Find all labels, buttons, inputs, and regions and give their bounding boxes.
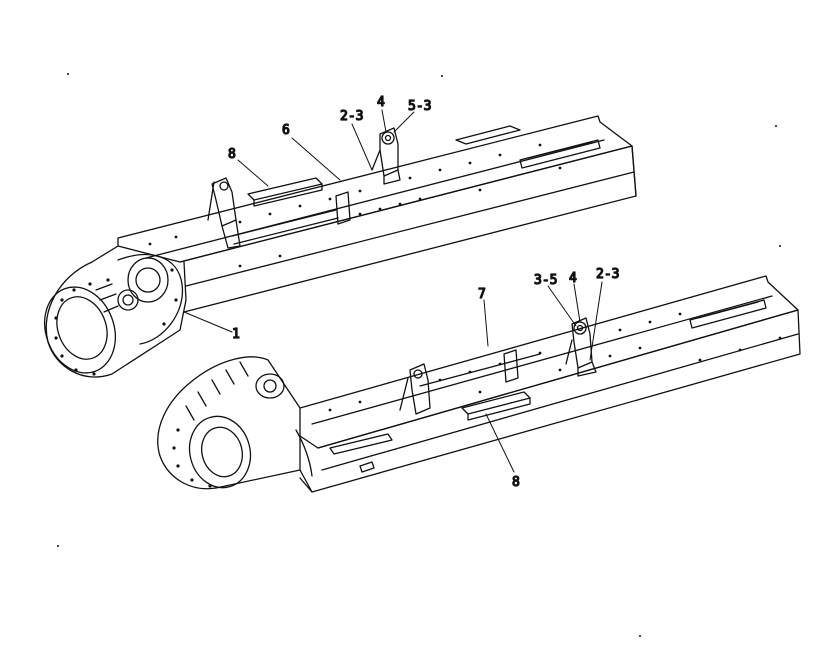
- label-lower-part-3-5: 3-5: [534, 273, 557, 288]
- leader-lines: [183, 109, 603, 473]
- upper-track-frame: [44, 115, 637, 378]
- upper-beam-top-face: [117, 115, 633, 263]
- lower-guard-plate-front: [329, 433, 393, 455]
- label-upper-frame-6: 6: [282, 123, 290, 138]
- label-upper-roller-4: 4: [377, 95, 385, 110]
- lower-rail-slot: [689, 299, 767, 329]
- upper-bracket-front: [211, 177, 237, 227]
- lower-bolt-holes: [328, 312, 782, 412]
- label-lower-roller-4: 4: [569, 271, 577, 286]
- lower-beam-lower-edge: [321, 333, 799, 471]
- label-upper-part-2-3: 2-3: [340, 109, 363, 124]
- lower-bracket-middle: [409, 363, 431, 415]
- label-upper-guard-8: 8: [228, 147, 236, 162]
- lower-idler-housing: [157, 356, 313, 493]
- label-lower-guard-8: 8: [512, 475, 520, 490]
- upper-beam-lower-edge: [185, 171, 635, 287]
- label-upper-part-5-3: 5-3: [408, 99, 431, 114]
- label-upper-drive-1: 1: [232, 327, 240, 342]
- upper-beam-end: [631, 145, 637, 197]
- scan-specks: [57, 73, 781, 637]
- upper-beam-inner-edge: [145, 139, 605, 259]
- lower-beam-inner-edge: [311, 295, 773, 425]
- label-lower-part-2-3: 2-3: [596, 267, 619, 282]
- upper-top-plate-rear: [455, 125, 521, 145]
- lower-beam-side-face: [311, 309, 801, 493]
- label-lower-frame-7: 7: [478, 287, 486, 302]
- lower-cross-member: [503, 349, 519, 383]
- lower-track-frame: [157, 275, 801, 493]
- upper-cross-member: [335, 191, 351, 225]
- upper-bolt-holes: [148, 143, 562, 268]
- upper-final-drive: [44, 245, 187, 378]
- lower-beam-top-face: [299, 275, 799, 449]
